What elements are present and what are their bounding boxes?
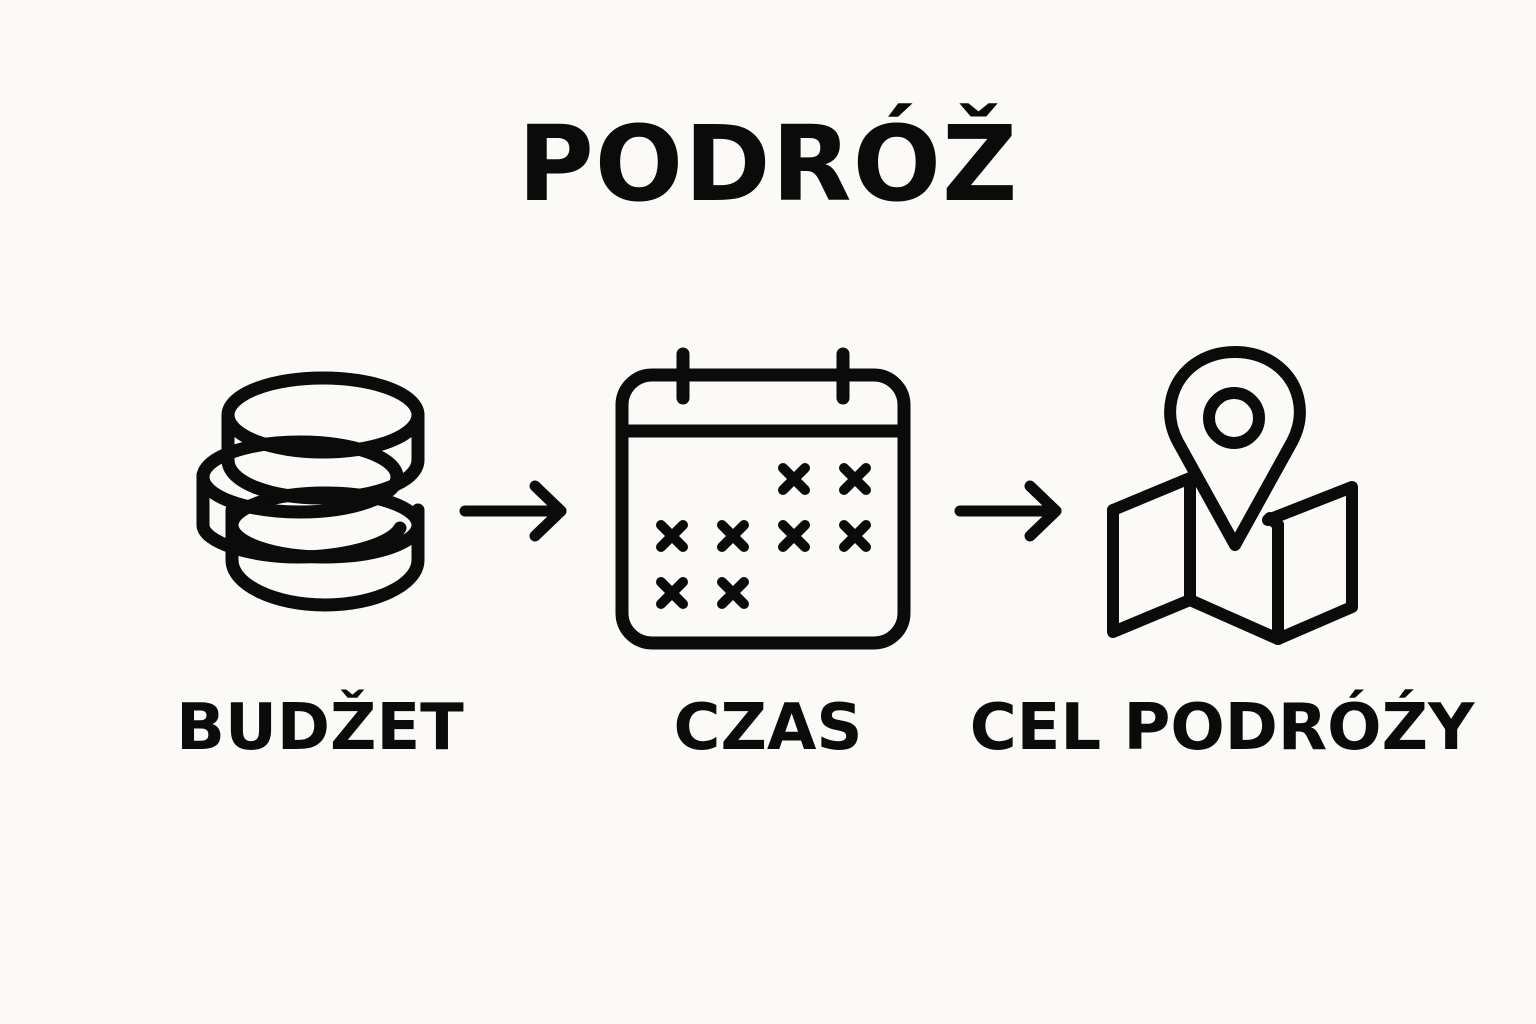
diagram-title: PODRÓŽ [517, 103, 1019, 225]
arrow-right-icon [459, 480, 567, 542]
step-label-destination: CEL PODRÓŹY [969, 691, 1475, 765]
arrow-right-icon [954, 480, 1062, 542]
step-label-budget: BUDŽET [176, 691, 464, 765]
map-pin-icon [1107, 346, 1358, 645]
coins-stack-icon [196, 371, 425, 612]
step-label-time: CZAS [673, 691, 863, 765]
calendar-icon [615, 347, 911, 650]
